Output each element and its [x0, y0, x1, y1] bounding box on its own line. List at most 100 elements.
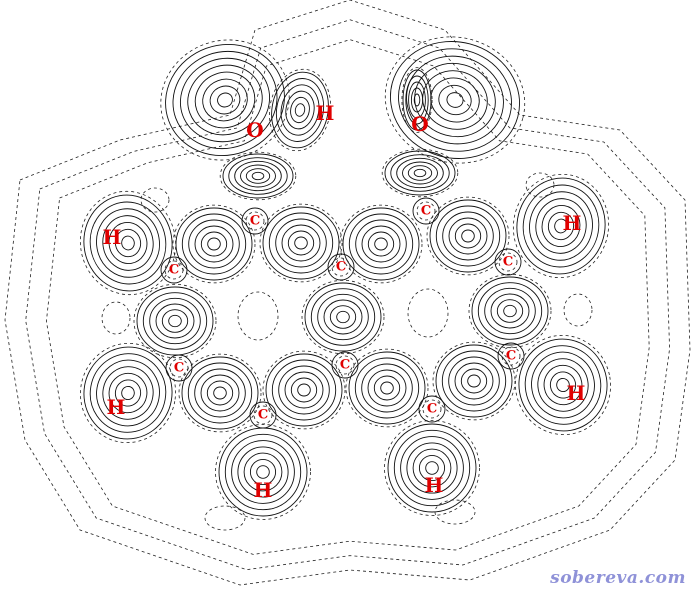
basin-contour — [161, 309, 189, 333]
basin-contour — [213, 386, 227, 400]
basin-contour — [446, 92, 464, 108]
basin-contour — [168, 314, 182, 328]
basin-contour — [187, 64, 263, 136]
basin-contour — [516, 177, 606, 275]
basin-contour-group — [178, 353, 262, 433]
carbon-core-contour — [331, 351, 359, 379]
basin-contour — [441, 350, 507, 412]
basin-contour — [406, 442, 458, 494]
core-ring — [501, 346, 521, 366]
basin-contour — [524, 345, 602, 425]
hydroxyl-hydrogen-label: H — [316, 101, 335, 125]
basin-contour — [240, 164, 276, 188]
basin-dashed-contour — [345, 348, 429, 428]
basin-contour — [323, 299, 363, 335]
basin-contour — [389, 41, 521, 159]
core-ring — [498, 252, 518, 272]
basin-contour — [202, 78, 248, 122]
carbon-label: C — [250, 214, 260, 229]
basin-contour — [367, 369, 407, 407]
basin-contour — [336, 310, 350, 324]
carbon-core-contour — [165, 354, 193, 382]
basin-dashed-contour — [515, 334, 611, 436]
carbon-core-contour — [241, 207, 269, 235]
basin-contour — [402, 69, 432, 131]
basin-contour — [207, 237, 221, 251]
basin-contour — [149, 297, 201, 345]
hydrogen-label-left-top: H — [103, 225, 122, 249]
basin-dashed-contour — [133, 283, 217, 359]
basin-contour — [262, 206, 340, 280]
basin-contour-group — [269, 68, 331, 152]
basin-contour — [522, 184, 600, 268]
basin-contour — [271, 359, 337, 421]
basin-contour — [384, 150, 456, 196]
carbon-label: C — [169, 263, 179, 278]
basin-contour — [407, 165, 433, 181]
basin-contour-group — [345, 348, 429, 428]
basin-contour — [275, 218, 327, 268]
core-ring — [245, 211, 265, 231]
basin-dashed-contour — [512, 173, 610, 279]
core-ring — [164, 260, 184, 280]
basin-contour — [402, 161, 438, 185]
basin-contour — [188, 219, 240, 269]
basin-contour — [405, 75, 429, 125]
basin-dashed-contour — [79, 190, 177, 296]
basin-contour — [285, 90, 315, 130]
basin-contour — [374, 237, 388, 251]
atomic-basin-contours — [79, 36, 611, 520]
basin-contour — [209, 85, 241, 115]
carbon-core-contour — [160, 256, 188, 284]
basin-contour — [265, 353, 343, 427]
basin-dashed-contour — [172, 204, 256, 284]
hydrogen-label-left-bottom: H — [107, 395, 126, 419]
basin-contour — [414, 62, 496, 138]
basin-contour — [430, 77, 480, 123]
basin-contour — [387, 423, 477, 513]
basin-contour — [121, 235, 135, 251]
carbon-label: C — [503, 255, 513, 270]
basin-dashed-contour — [262, 350, 346, 430]
basin-contour — [373, 375, 401, 401]
basin-contour-group — [384, 36, 526, 164]
hydrogen-label-bottom-left: H — [254, 478, 273, 502]
carbon-core-contour — [327, 253, 355, 281]
basin-contour — [287, 230, 315, 256]
basin-dashed-contour — [432, 341, 516, 421]
basin-contour — [114, 379, 142, 407]
basin-contour-group — [80, 342, 176, 444]
basin-contour — [448, 356, 500, 406]
basin-contour — [172, 50, 278, 150]
basin-contour — [136, 286, 214, 356]
basin-contour — [181, 213, 247, 275]
basin-contour — [531, 351, 595, 419]
basin-contour — [142, 292, 208, 350]
basin-contour — [108, 221, 148, 265]
ring-center-contour — [101, 301, 131, 335]
basin-contour — [108, 372, 148, 414]
basin-contour — [467, 374, 481, 388]
basin-contour — [297, 383, 311, 397]
basin-dashed-contour — [468, 273, 552, 349]
ring-center-contour — [563, 293, 593, 327]
basin-contour — [256, 465, 270, 479]
basin-contour — [281, 224, 321, 262]
watermark: sobereva.com — [550, 568, 686, 588]
core-ring — [494, 248, 522, 276]
basin-contour — [89, 201, 167, 285]
basin-contour — [310, 288, 376, 346]
basin-contour-group — [512, 173, 610, 279]
core-ring — [416, 201, 436, 221]
basin-contour — [294, 236, 308, 250]
envelope-contour — [4, 0, 691, 586]
basin-contour — [249, 458, 277, 486]
basin-contour — [243, 452, 283, 492]
ring-center-contour — [434, 499, 476, 525]
hydrogen-label-bottom-right: H — [425, 473, 444, 497]
basin-dashed-contour — [381, 148, 459, 198]
basin-contour — [541, 204, 581, 248]
basin-contour — [228, 157, 288, 195]
basin-contour — [245, 168, 271, 184]
core-ring — [169, 358, 189, 378]
